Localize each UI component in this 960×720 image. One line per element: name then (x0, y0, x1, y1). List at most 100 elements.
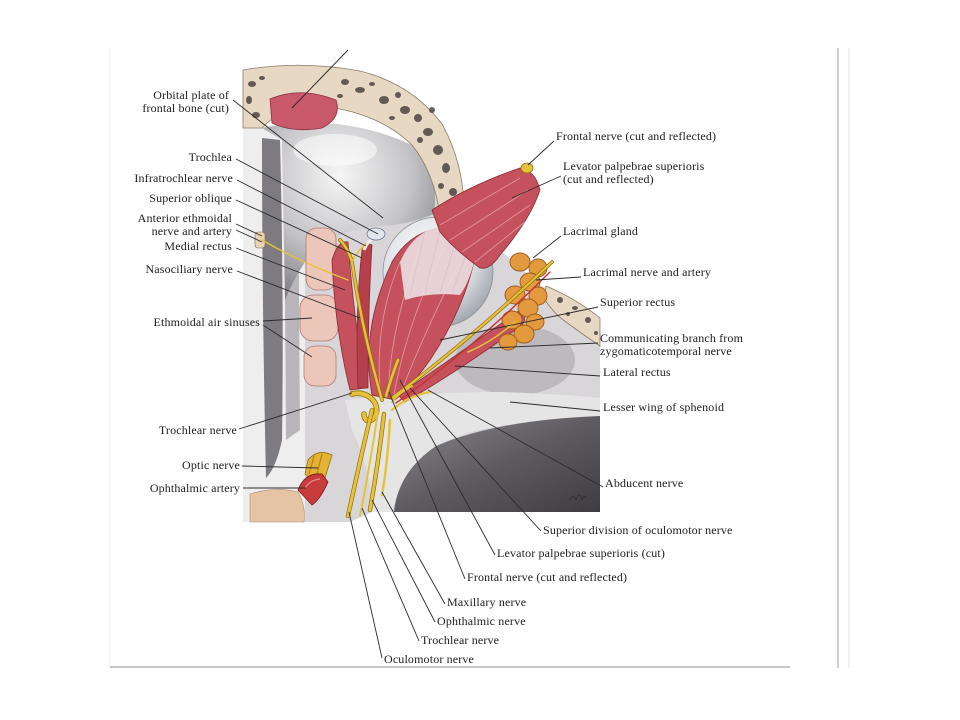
bone-pore (423, 128, 433, 136)
leader-line-trochlear-nerve-left (238, 392, 353, 430)
tendon-fiber (424, 229, 441, 294)
label-trochlear-nerve-left: Trochlear nerve (158, 423, 237, 437)
bone-pore (442, 163, 450, 173)
label-infratrochlear-nerve: Infratrochlear nerve (134, 171, 233, 185)
bone-pore (572, 306, 578, 310)
abducent-nerve (390, 390, 432, 412)
bone-texture (246, 76, 457, 196)
leader-line-abducent-nerve (427, 389, 604, 488)
label-oculomotor-nerve: Oculomotor nerve (384, 652, 475, 666)
ethmoid-air-cell (303, 345, 337, 387)
bone-pore (414, 114, 422, 122)
bone-pore (389, 116, 395, 120)
label-abducent-nerve: Abducent nerve (605, 476, 684, 490)
leader-line-anterior-ethmoidal-a (235, 223, 263, 237)
bone-pore (369, 82, 375, 86)
label-anterior-ethmoidal: Anterior ethmoidal nerve and artery (138, 212, 232, 238)
leader-line-ethmoidal-sinuses-b (262, 324, 313, 358)
bone-pore (557, 297, 563, 303)
gland-lobule (509, 252, 531, 272)
leader-line-levator-cut (399, 379, 496, 556)
bone-pore (395, 92, 401, 98)
tendon-fiber (409, 231, 426, 296)
leader-line-medial-rectus (235, 247, 346, 291)
label-superior-division-oculomotor: Superior division of oculomotor nerve (543, 523, 733, 537)
anterior-ethmoidal-foramen (254, 231, 266, 249)
leader-line-ethmoidal-sinuses-a (262, 317, 313, 322)
frontal-sinus (269, 92, 338, 131)
bone-pore (585, 317, 591, 323)
levator-palpebrae-reflected (431, 167, 541, 269)
ophthalmic-artery (297, 473, 329, 506)
bone-pore (379, 96, 389, 104)
leader-line-maxillary-nerve (381, 491, 446, 605)
label-frontal-nerve-bottom: Frontal nerve (cut and reflected) (467, 570, 628, 584)
label-trochlea: Trochlea (188, 150, 232, 164)
bone-pore (594, 331, 598, 335)
muscle-striation (378, 261, 401, 391)
ophthalmic-artery-highlight (304, 478, 321, 489)
label-line: Levator palpebrae superioris (563, 159, 705, 173)
frontal-nerve-cut-end (520, 162, 534, 174)
muscle-striation (474, 221, 526, 263)
leader-line-orbital-plate (232, 99, 384, 219)
trochlear-nerve-trunk (359, 411, 379, 517)
leader-line-nasociliary-nerve (236, 270, 361, 319)
superior-division-oculomotor-nerve (391, 385, 413, 403)
anterior-ethmoidal-nerve (261, 239, 349, 281)
lacrimal-artery (395, 271, 551, 404)
bone-pore (246, 96, 252, 104)
maxillary-nerve (380, 418, 392, 497)
bone-pore (337, 94, 343, 98)
leader-line-trochlear-nerve-bottom (361, 507, 420, 642)
frontal-nerve-stump (384, 358, 400, 398)
leader-line-optic-nerve (241, 465, 319, 469)
bone-pore (449, 188, 457, 196)
ophthalmic-nerve (368, 412, 386, 512)
leader-line-anterior-ethmoidal-b (235, 229, 263, 243)
label-line: zygomaticotemporal nerve (600, 344, 732, 358)
label-lateral-rectus: Lateral rectus (603, 365, 671, 379)
muscle-striation (439, 177, 521, 226)
leader-line-unlabeled (291, 49, 349, 109)
bone-pore (341, 79, 349, 85)
label-maxillary-nerve: Maxillary nerve (447, 595, 527, 609)
leader-line-communicating-branch (489, 342, 599, 349)
lesser-wing-of-sphenoid (345, 392, 600, 512)
gland-lobule (501, 310, 523, 330)
label-orbital-plate: Orbital plate of frontal bone (cut) (142, 89, 229, 115)
bone-pore (259, 76, 265, 80)
label-lacrimal-gland: Lacrimal gland (563, 224, 639, 238)
middle-cranial-fossa (394, 416, 600, 512)
label-line: frontal bone (cut) (142, 101, 229, 115)
label-lacrimal-nerve-artery: Lacrimal nerve and artery (583, 265, 712, 279)
bone-pore (355, 87, 365, 93)
bone-pore (417, 137, 423, 143)
label-line: nerve and artery (151, 224, 232, 238)
label-optic-nerve: Optic nerve (182, 458, 240, 472)
leader-line-superior-rectus (439, 306, 599, 341)
orbital-roof-dome (262, 122, 436, 300)
label-medial-rectus: Medial rectus (164, 239, 232, 253)
label-communicating-branch: Communicating branch from zygomaticotemp… (600, 332, 743, 358)
medial-wall-shadow-band (262, 138, 283, 478)
leader-line-superior-oblique (235, 199, 363, 259)
leader-line-oculomotor-nerve (348, 511, 383, 659)
leader-line-lesser-wing (509, 401, 601, 412)
leader-line-superior-division-oculomotor (409, 387, 542, 532)
sella-region (249, 489, 305, 523)
muscle-striation (449, 189, 529, 241)
label-ophthalmic-artery: Ophthalmic artery (149, 481, 240, 495)
label-line: Communicating branch from (600, 331, 744, 345)
gland-lobule (498, 333, 518, 351)
label-lesser-wing: Lesser wing of sphenoid (603, 400, 725, 414)
bone-pore (438, 183, 444, 189)
leader-line-ophthalmic-nerve (371, 499, 436, 623)
bone-pore (252, 112, 260, 118)
leader-line-lacrimal-gland (532, 235, 562, 259)
label-trochlear-nerve-bottom: Trochlear nerve (421, 633, 500, 647)
leader-line-lateral-rectus (454, 365, 601, 377)
muscle-striation (461, 204, 531, 253)
